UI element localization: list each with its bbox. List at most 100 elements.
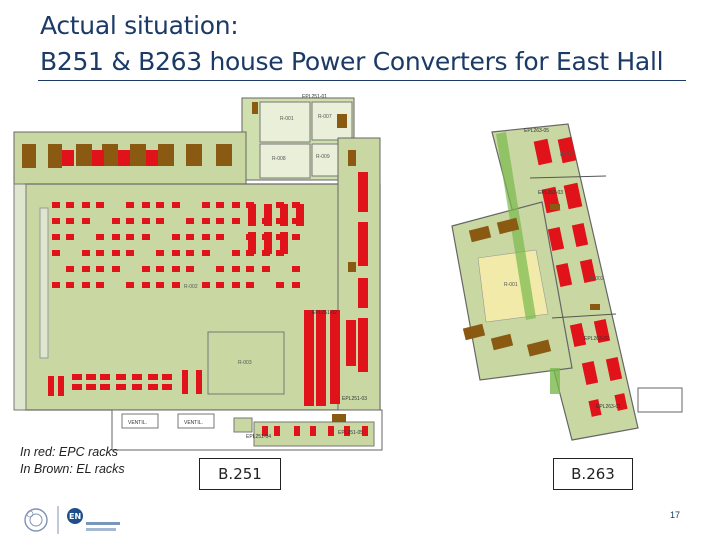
epc-rack: [112, 250, 120, 256]
epc-rack: [96, 266, 104, 272]
epc-rack: [82, 218, 90, 224]
legend-el-racks: In Brown: EL racks: [20, 462, 125, 476]
epc-rack: [248, 204, 256, 226]
svg-text:VENTIL.: VENTIL.: [128, 420, 147, 426]
epc-rack: [126, 282, 134, 288]
epc-rack: [156, 202, 164, 208]
epc-rack: [292, 234, 300, 240]
building-label-b251: B.251: [199, 458, 281, 490]
svg-text:R-002: R-002: [184, 284, 198, 290]
epc-rack: [202, 234, 210, 240]
epc-rack: [264, 204, 272, 226]
epc-rack: [112, 266, 120, 272]
epc-rack: [112, 218, 120, 224]
epc-rack: [96, 282, 104, 288]
epc-rack: [156, 266, 164, 272]
title-divider: [38, 80, 686, 81]
svg-text:R-001: R-001: [504, 282, 518, 288]
epc-rack: [216, 266, 224, 272]
epc-rack: [232, 282, 240, 288]
epc-rack: [52, 282, 60, 288]
epc-rack: [232, 202, 240, 208]
svg-text:R-003: R-003: [560, 152, 574, 158]
floor-plan-b263: EPL263-05 EPL263-03 EPL263-02 EPL263-01 …: [451, 123, 683, 441]
svg-text:EN: EN: [69, 512, 81, 521]
epc-rack: [82, 202, 90, 208]
epc-rack: [126, 250, 134, 256]
epc-rack: [296, 204, 304, 226]
epc-rack: [292, 282, 300, 288]
svg-text:R-008: R-008: [272, 156, 286, 162]
epc-rack: [96, 250, 104, 256]
epc-rack: [142, 282, 150, 288]
title-line-2: B251 & B263 house Power Converters for E…: [40, 47, 664, 76]
footer-logos: EN: [24, 506, 120, 534]
floor-plan-b251: EPL251-01 R-001 R-007 R-008 R-009: [13, 94, 383, 451]
legend-epc-racks: In red: EPC racks: [20, 445, 118, 459]
epc-rack: [52, 218, 60, 224]
epc-rack: [66, 202, 74, 208]
rack-legend: In red: EPC racks In Brown: EL racks: [20, 444, 125, 478]
epc-rack: [262, 266, 270, 272]
epc-rack: [280, 232, 288, 254]
epc-rack: [172, 202, 180, 208]
title-line-1: Actual situation:: [40, 11, 239, 40]
cern-logo: [24, 508, 48, 532]
svg-text:EPL251-04: EPL251-04: [246, 434, 271, 440]
epc-rack: [232, 250, 240, 256]
epc-rack: [52, 202, 60, 208]
epc-rack: [96, 202, 104, 208]
epc-rack: [246, 282, 254, 288]
epc-rack: [216, 218, 224, 224]
epc-rack: [66, 266, 74, 272]
svg-text:EPL251-03: EPL251-03: [342, 396, 367, 402]
svg-text:EPL263-01: EPL263-01: [596, 404, 621, 410]
epc-rack: [172, 282, 180, 288]
epc-rack: [202, 282, 210, 288]
epc-rack: [142, 266, 150, 272]
epc-rack: [216, 234, 224, 240]
epc-rack: [142, 202, 150, 208]
page-number: 17: [669, 510, 680, 520]
svg-text:VENTIL.: VENTIL.: [184, 420, 203, 426]
svg-text:EPL251-01: EPL251-01: [302, 94, 327, 100]
svg-text:EPL263-03: EPL263-03: [538, 190, 563, 196]
slide-title: Actual situation: B251 & B263 house Powe…: [40, 8, 664, 80]
epc-rack: [156, 250, 164, 256]
epc-rack: [248, 232, 256, 254]
epc-rack: [202, 202, 210, 208]
epc-rack: [126, 234, 134, 240]
epc-rack: [276, 282, 284, 288]
epc-rack: [156, 282, 164, 288]
epc-rack: [216, 202, 224, 208]
epc-rack: [202, 250, 210, 256]
epc-rack: [186, 266, 194, 272]
epc-rack: [172, 234, 180, 240]
svg-text:R-002: R-002: [590, 276, 604, 282]
epc-rack: [186, 218, 194, 224]
svg-text:EPL251-02: EPL251-02: [312, 310, 337, 316]
epc-rack: [264, 232, 272, 254]
building-label-b263: B.263: [553, 458, 633, 490]
epc-rack: [232, 218, 240, 224]
epc-rack: [52, 250, 60, 256]
epc-rack: [82, 250, 90, 256]
epc-rack: [280, 204, 288, 226]
epc-rack: [186, 250, 194, 256]
epc-rack: [66, 218, 74, 224]
epc-rack: [66, 234, 74, 240]
epc-rack: [52, 234, 60, 240]
svg-text:R-009: R-009: [316, 154, 330, 160]
svg-text:R-003: R-003: [238, 360, 252, 366]
epc-rack: [246, 266, 254, 272]
epc-rack: [172, 250, 180, 256]
epc-rack: [126, 202, 134, 208]
epc-rack: [66, 282, 74, 288]
epc-rack: [186, 234, 194, 240]
epc-rack: [126, 218, 134, 224]
epc-rack: [82, 282, 90, 288]
epc-rack: [112, 234, 120, 240]
epc-rack: [156, 218, 164, 224]
epc-rack: [96, 234, 104, 240]
svg-text:R-007: R-007: [318, 114, 332, 120]
